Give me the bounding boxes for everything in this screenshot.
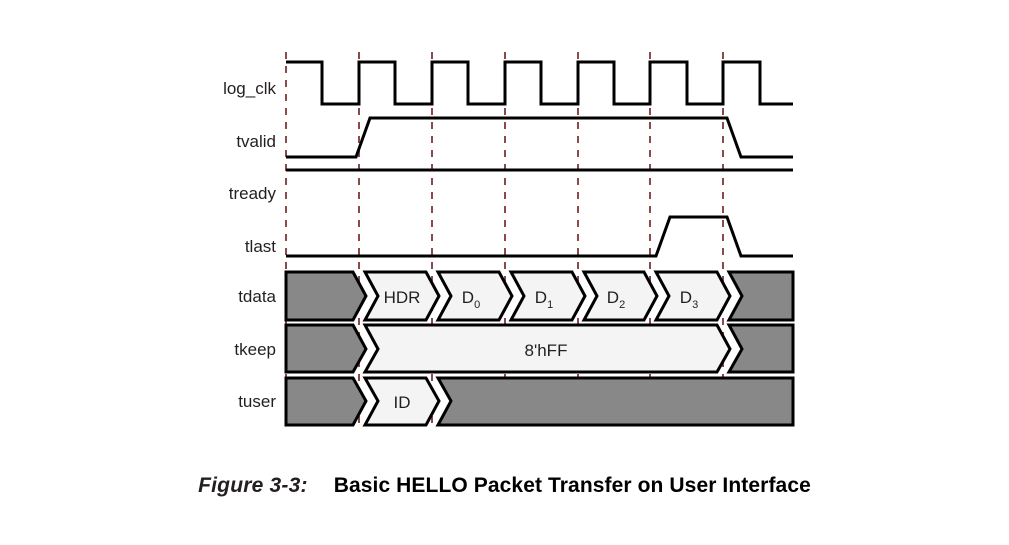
tdata-cell-3-label: D2 (607, 288, 625, 311)
waveform-tlast (286, 215, 793, 258)
signal-label-tvalid: tvalid (236, 132, 276, 151)
signal-label-group: log_clk tvalid tready tlast tdata tkeep … (223, 79, 276, 411)
timing-diagram: log_clk tvalid tready tlast tdata tkeep … (223, 52, 795, 428)
tdata-idle-left (284, 270, 368, 322)
waveform-log_clk (286, 60, 793, 106)
log_clk-trace (286, 60, 793, 106)
tuser-idle-left (284, 376, 368, 427)
signal-label-tlast: tlast (245, 237, 276, 256)
tdata-cell-0-label: HDR (384, 288, 421, 307)
tdata-cell-4-shape (653, 270, 732, 322)
tuser-cell-0-label: ID (394, 393, 411, 412)
signal-label-tkeep: tkeep (234, 340, 276, 359)
signal-label-tuser: tuser (238, 392, 276, 411)
waveform-tvalid (286, 116, 793, 159)
waveform-tkeep: 8'hFF (284, 323, 795, 374)
figure-caption: Figure 3-3: Basic HELLO Packet Transfer o… (0, 474, 1009, 498)
tlast-trace (286, 215, 793, 258)
tdata-cell-4-label: D3 (680, 288, 698, 311)
figure-title: Basic HELLO Packet Transfer on User Inte… (333, 474, 811, 497)
tdata-cell-2-label: D1 (535, 288, 553, 311)
tdata-cell-2-shape (508, 270, 587, 322)
signal-label-tdata: tdata (238, 287, 276, 306)
tkeep-idle-right (726, 323, 795, 374)
tkeep-cell-0-label: 8'hFF (525, 341, 568, 360)
tdata-idle-right (726, 270, 795, 322)
tvalid-trace (286, 116, 793, 159)
tdata-cell-0-shape (362, 270, 441, 322)
tuser-idle-right (435, 376, 795, 427)
signal-label-log_clk: log_clk (223, 79, 276, 98)
tdata-cell-1-label: D0 (462, 288, 480, 311)
waveform-tuser: ID (284, 376, 795, 427)
tkeep-cell-0-shape (362, 323, 732, 374)
tuser-cell-0-shape (362, 376, 441, 427)
gridline-group (285, 52, 724, 428)
tdata-cell-1-shape (435, 270, 514, 322)
waveform-tdata: HDR D0 D1 D2 D3 (284, 270, 795, 322)
signal-label-tready: tready (229, 184, 277, 203)
tdata-cell-3-shape (581, 270, 659, 322)
tkeep-idle-left (284, 323, 368, 374)
figure-number: Figure 3-3: (198, 474, 308, 497)
